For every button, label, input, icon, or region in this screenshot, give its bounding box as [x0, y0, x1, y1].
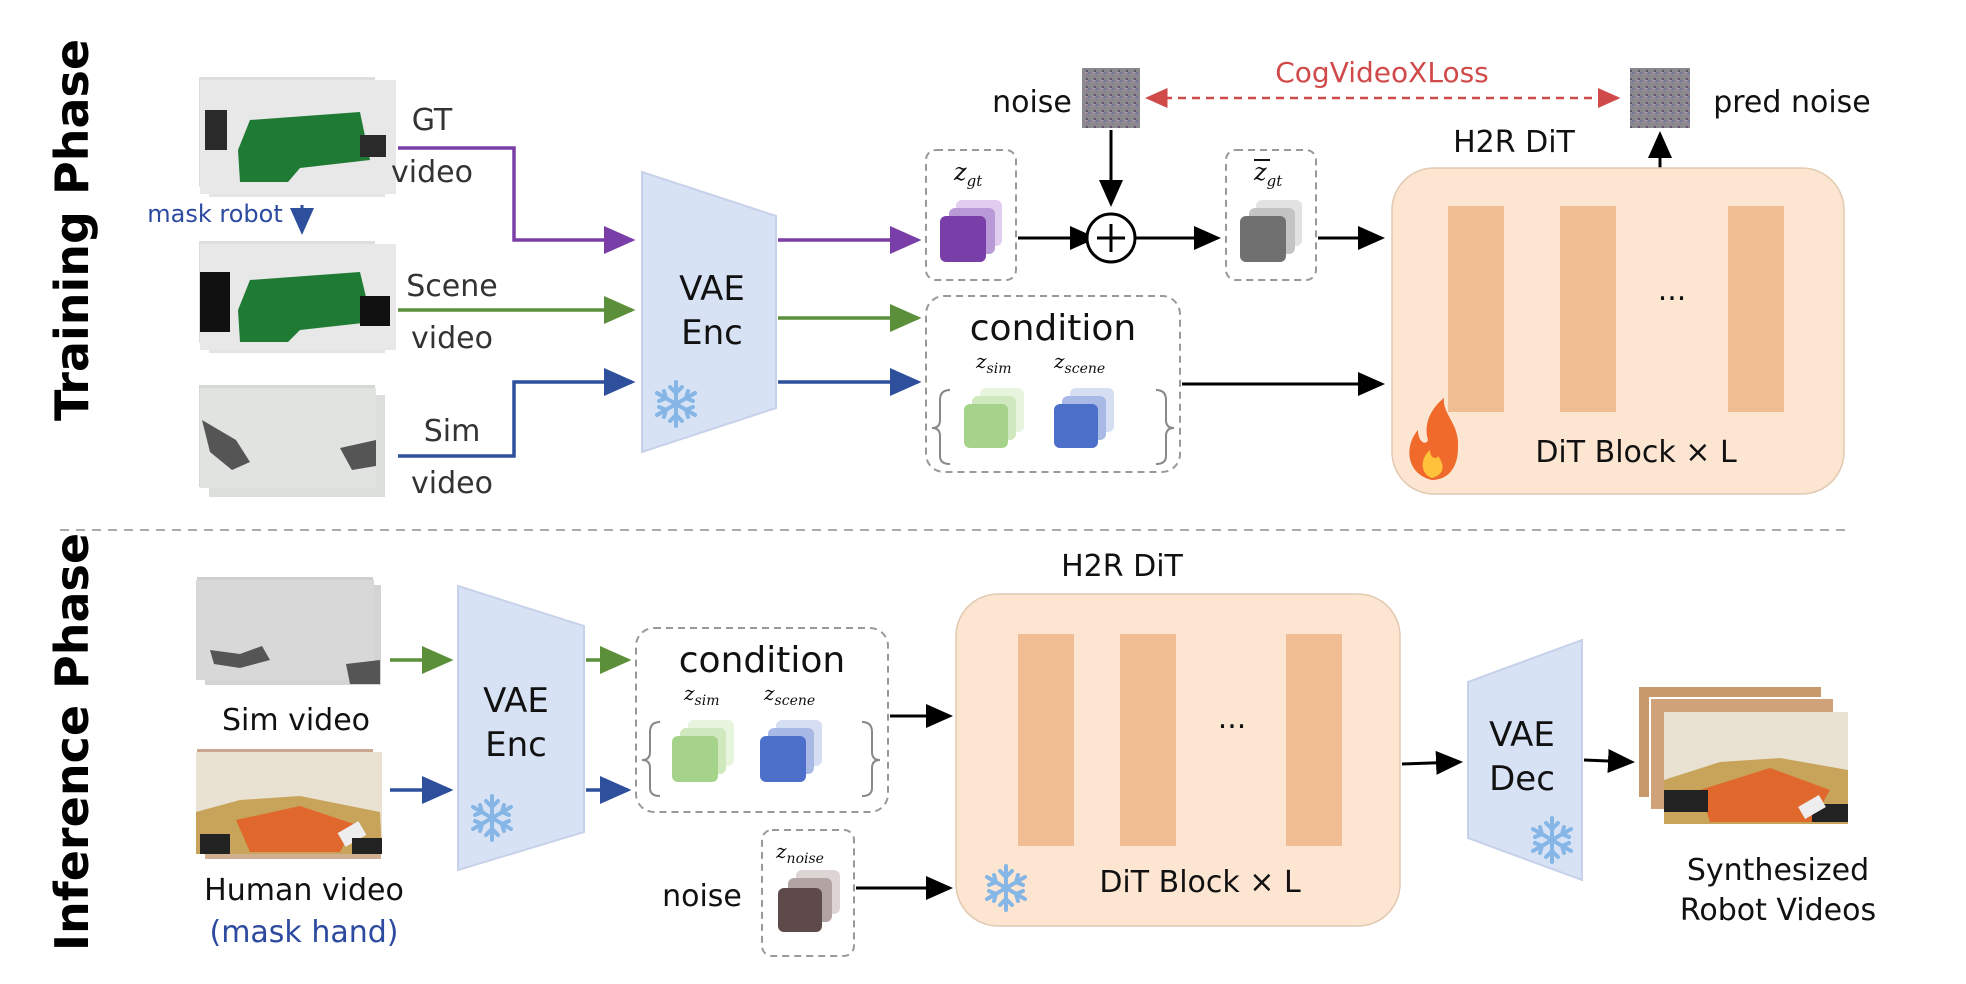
- noise-image-training: [1082, 68, 1140, 128]
- mask-robot-label: mask robot: [147, 200, 282, 228]
- z-bar-gt-latent: zgt: [1225, 149, 1317, 281]
- svg-text:zsim: zsim: [975, 349, 1011, 377]
- svg-text:condition: condition: [970, 308, 1136, 349]
- gt-video-thumbnail: [197, 75, 396, 199]
- sim-label: Sim: [424, 414, 481, 449]
- z-noise-latent: znoise: [761, 829, 855, 957]
- noise-label-inference: noise: [662, 879, 742, 914]
- inference-phase-label: Inference Phase: [45, 533, 99, 951]
- svg-text:zgt: zgt: [953, 158, 983, 190]
- pred-noise-image: [1630, 68, 1690, 128]
- svg-text:...: ...: [1658, 273, 1687, 308]
- svg-text:zsim: zsim: [683, 681, 719, 709]
- cogvideox-loss-label: CogVideoXLoss: [1275, 56, 1489, 89]
- gt-video-label: video: [391, 155, 473, 190]
- dit-to-decoder-arrow: [1401, 750, 1463, 775]
- plus-circle-icon: [1085, 212, 1137, 264]
- dit-module-inference: ... DiT Block × L: [955, 593, 1401, 927]
- svg-text:Enc: Enc: [681, 313, 743, 353]
- noise-label-training: noise: [992, 85, 1072, 120]
- condition-box-inference: condition zsim zscene: [635, 627, 889, 813]
- condition-box-training: condition zsim zscene: [925, 295, 1181, 473]
- dit-title-training: H2R DiT: [1453, 125, 1575, 160]
- human-video-thumbnail: [195, 747, 383, 861]
- pred-noise-label: pred noise: [1713, 85, 1871, 120]
- fire-icon: [1409, 398, 1459, 480]
- dit-module-training: ... DiT Block × L: [1391, 167, 1845, 495]
- output-label-line2: Robot Videos: [1680, 893, 1876, 928]
- svg-text:VAE: VAE: [679, 269, 745, 309]
- decoder-to-output-arrow: [1583, 749, 1635, 773]
- sim-video-thumbnail-inference: [195, 575, 383, 687]
- sim-video-label-inference: Sim video: [222, 703, 370, 738]
- human-video-label: Human video: [204, 873, 404, 908]
- svg-text:...: ...: [1218, 701, 1247, 736]
- z-gt-latent: zgt: [925, 149, 1017, 281]
- svg-text:condition: condition: [679, 640, 845, 681]
- vae-encoder-training: VAE Enc: [641, 170, 777, 454]
- gt-to-encoder-arrow: [398, 146, 636, 254]
- scene-video-thumbnail: [197, 239, 396, 355]
- svg-text:znoise: znoise: [775, 839, 824, 867]
- sim-to-encoder-arrow: [398, 368, 636, 458]
- mask-hand-label: (mask hand): [209, 915, 398, 950]
- svg-text:DiT Block × L: DiT Block × L: [1099, 865, 1301, 900]
- svg-text:zscene: zscene: [1053, 349, 1105, 377]
- training-phase-label: Training Phase: [45, 39, 99, 421]
- svg-text:Dec: Dec: [1489, 759, 1555, 799]
- svg-text:Enc: Enc: [485, 725, 547, 765]
- svg-text:VAE: VAE: [483, 681, 549, 721]
- output-label-line1: Synthesized: [1687, 853, 1869, 888]
- synthesized-robot-video-thumbnail: [1637, 685, 1848, 824]
- vae-encoder-inference: VAE Enc: [457, 584, 585, 872]
- svg-text:zscene: zscene: [763, 681, 815, 709]
- svg-text:VAE: VAE: [1489, 715, 1555, 755]
- gt-label: GT: [412, 103, 453, 138]
- sim-video-thumbnail: [197, 383, 387, 499]
- scene-video-label: video: [411, 321, 493, 356]
- svg-text:DiT Block × L: DiT Block × L: [1535, 435, 1737, 470]
- vae-decoder: VAE Dec: [1467, 638, 1583, 882]
- svg-text:zgt: zgt: [1253, 158, 1283, 190]
- dit-title-inference: H2R DiT: [1061, 549, 1183, 584]
- scene-label: Scene: [406, 269, 497, 304]
- sim-video-label: video: [411, 466, 493, 501]
